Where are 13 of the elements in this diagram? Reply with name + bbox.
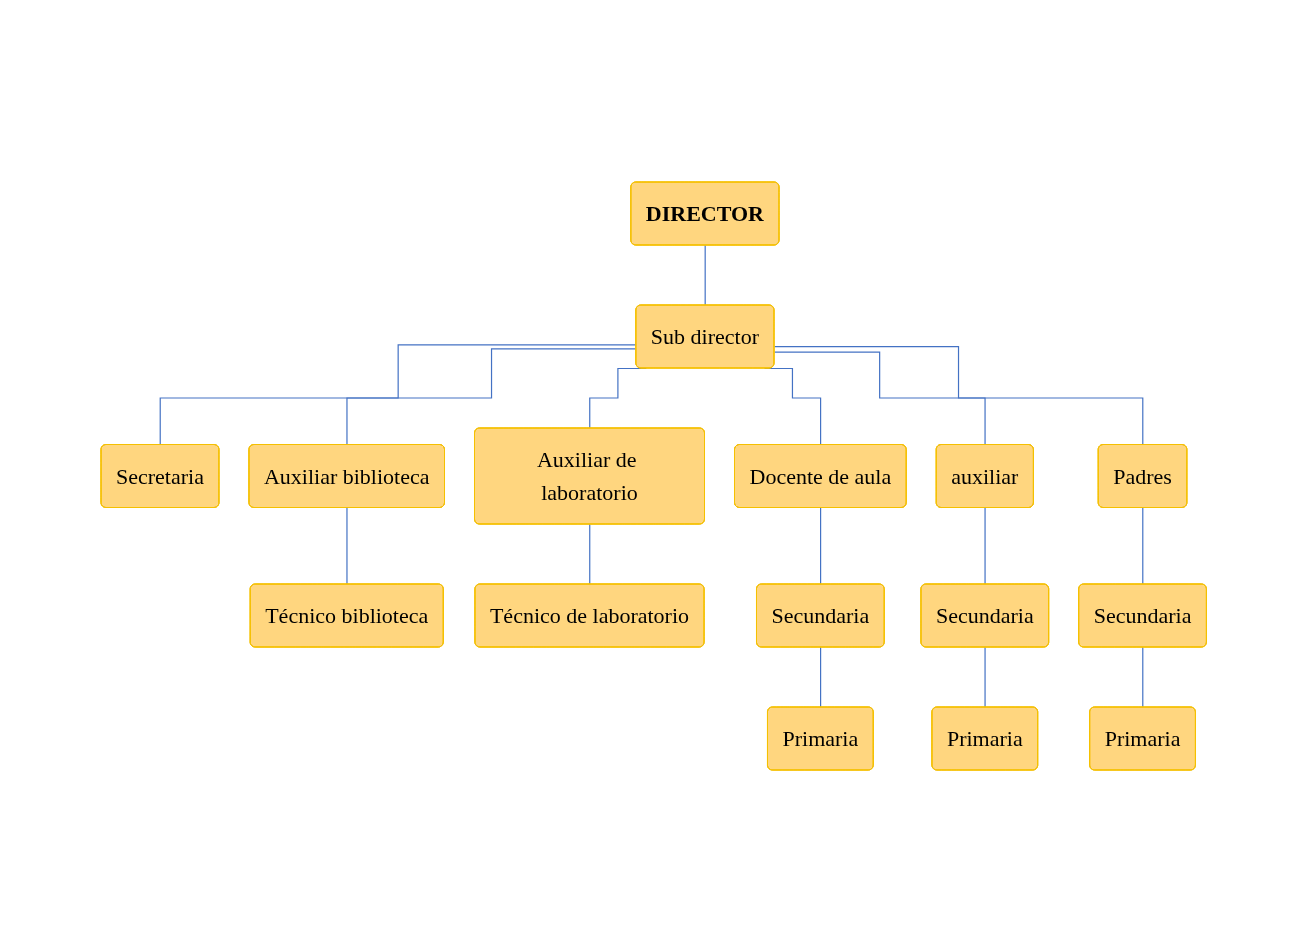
- connector: [1142, 506, 1144, 585]
- connector: [1142, 646, 1144, 708]
- connector: [773, 345, 1144, 446]
- connector: [704, 244, 706, 306]
- connector: [819, 506, 822, 585]
- connector: [159, 343, 637, 446]
- connector: [984, 646, 986, 708]
- connector: [819, 646, 822, 708]
- connector: [346, 347, 637, 446]
- connector: [346, 506, 348, 585]
- connector: [588, 523, 591, 585]
- connector: [773, 351, 986, 446]
- connector: [984, 506, 986, 585]
